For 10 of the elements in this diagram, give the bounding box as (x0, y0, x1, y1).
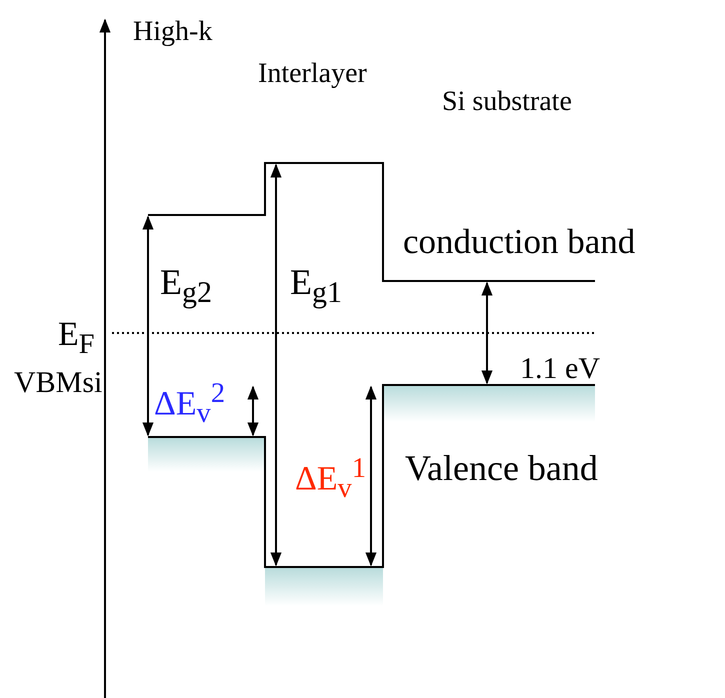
energy-label: VBMsi (14, 368, 102, 398)
energy-label: E$_{g2}$ (160, 264, 212, 308)
energy-label: E$_{g1}$ (290, 264, 342, 308)
band-label: conduction band (403, 224, 636, 259)
band-label: Valence band (405, 450, 598, 486)
region-label: Si substrate (442, 88, 572, 116)
energy-label: E$_{F}$ (58, 318, 95, 360)
energy-label: 1.1 eV (520, 354, 600, 384)
region-label: Interlayer (258, 60, 367, 88)
region-label: High-k (133, 18, 212, 46)
